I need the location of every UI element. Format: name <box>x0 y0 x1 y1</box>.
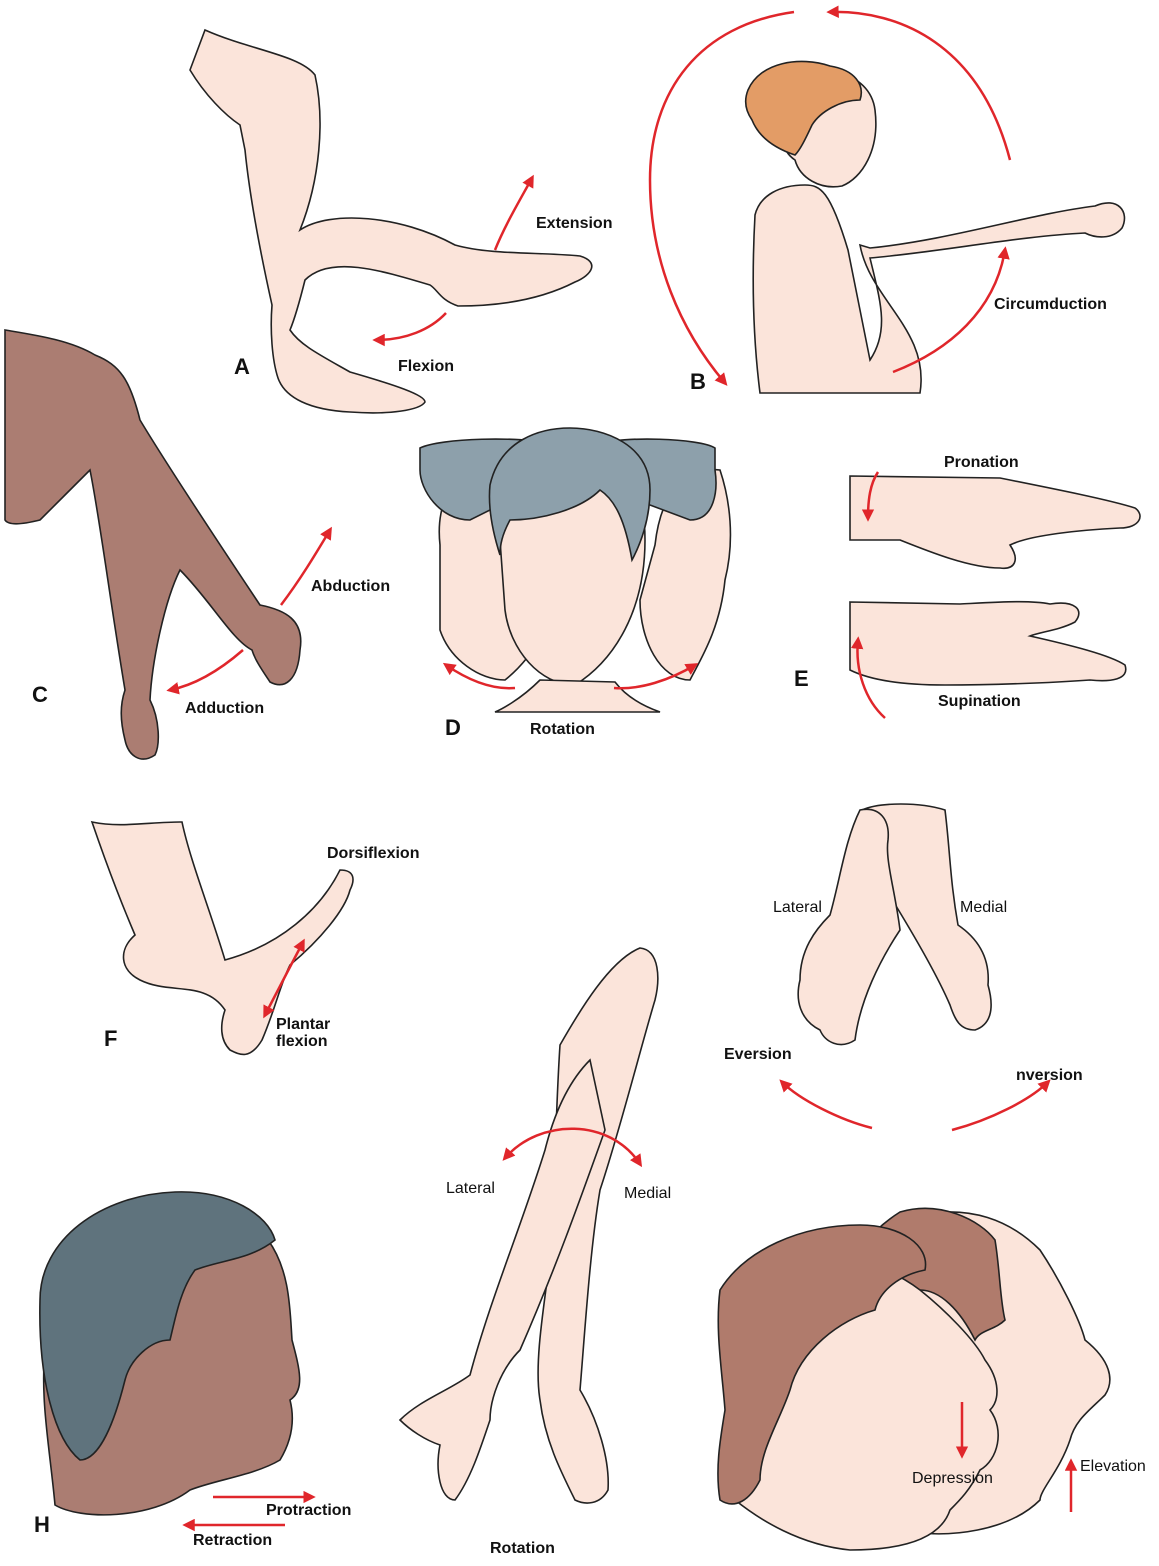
flexion-label: Flexion <box>398 358 454 376</box>
dorsiflexion-label: Dorsiflexion <box>327 845 419 863</box>
panel-letter-h: H <box>34 1512 50 1538</box>
arm-medial-label: Medial <box>624 1185 671 1203</box>
protraction-label: Protraction <box>266 1502 351 1520</box>
panel-letter-d: D <box>445 715 461 741</box>
feet-inversion-illustration <box>798 804 991 1045</box>
flexion-arrow <box>376 313 446 340</box>
hand-e-pronated <box>850 476 1140 568</box>
panel-letter-f: F <box>104 1026 117 1052</box>
extension-arrow <box>495 178 532 250</box>
eversion-label: Eversion <box>724 1046 792 1064</box>
depression-label: Depression <box>912 1470 993 1488</box>
panel-letter-b: B <box>690 369 706 395</box>
arm-rotation-label: Rotation <box>490 1540 555 1558</box>
eversion-arrow <box>782 1082 872 1128</box>
plantar-flexion-label: Plantar flexion <box>276 1016 346 1050</box>
panel-letter-c: C <box>32 682 48 708</box>
elevation-label: Elevation <box>1080 1458 1146 1476</box>
pronation-label: Pronation <box>944 454 1019 472</box>
panel-b-man-illustration <box>746 61 1125 393</box>
panel-letter-e: E <box>794 666 809 692</box>
panel-c-arm-illustration <box>5 330 301 759</box>
leg-a-shape <box>190 30 592 413</box>
foot-medial-label: Medial <box>960 899 1007 917</box>
rotation-d-label: Rotation <box>530 721 595 739</box>
arm-lateral-label: Lateral <box>446 1180 495 1198</box>
arm-rotation-illustration <box>400 948 658 1503</box>
retraction-label: Retraction <box>193 1532 272 1550</box>
jaw-heads-illustration <box>718 1208 1110 1550</box>
extension-label: Extension <box>536 215 612 233</box>
foot-lateral-shape <box>798 809 900 1044</box>
panel-e-hands-illustration <box>850 476 1140 685</box>
panel-letter-a: A <box>234 354 250 380</box>
circumduction-label: Circumduction <box>994 296 1107 314</box>
head-d-neck <box>495 680 660 712</box>
panel-h-head-illustration <box>40 1192 300 1515</box>
foot-lateral-label: Lateral <box>773 899 822 917</box>
panel-a-leg-illustration <box>190 30 592 413</box>
hand-e-supinated <box>850 602 1126 685</box>
arm-c-shape <box>5 330 301 759</box>
adduction-arrow <box>170 650 243 690</box>
inversion-arrow <box>952 1082 1048 1130</box>
inversion-label: nversion <box>1016 1067 1083 1085</box>
abduction-label: Abduction <box>311 578 390 596</box>
supination-label: Supination <box>938 693 1021 711</box>
panel-d-heads-illustration <box>420 428 730 712</box>
adduction-label: Adduction <box>185 700 264 718</box>
man-body-shape <box>753 185 1124 393</box>
